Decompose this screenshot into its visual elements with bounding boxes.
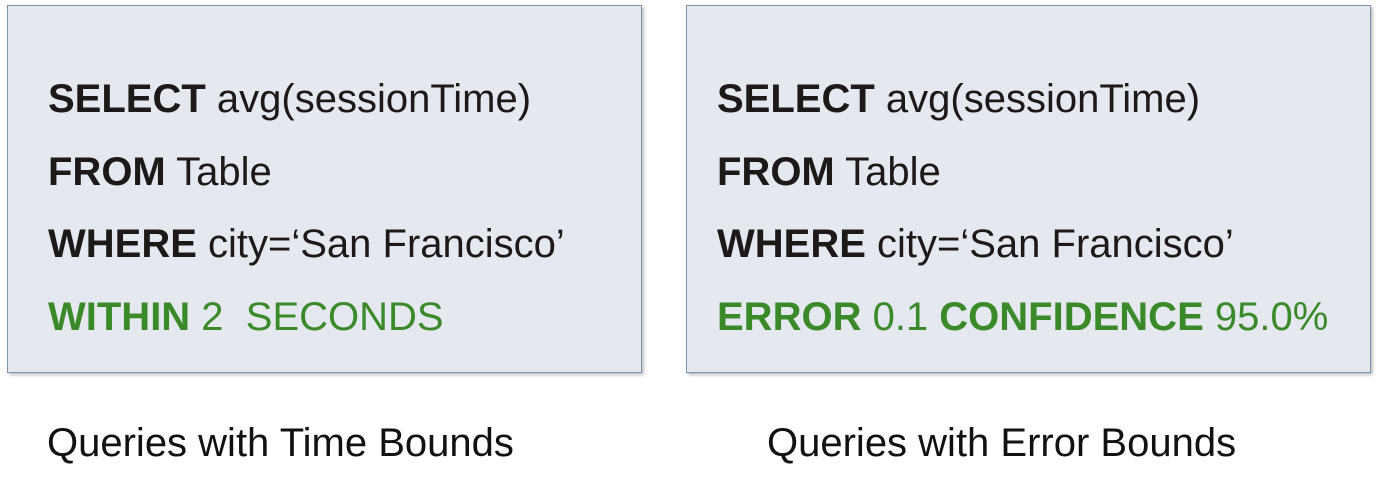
select-line: SELECT avg(sessionTime) [48,63,641,136]
where-condition: city=‘San Francisco’ [865,222,1234,266]
error-confidence-line: ERROR 0.1 CONFIDENCE 95.0% [717,281,1370,354]
from-table: Table [165,149,272,194]
error-value: 0.1 [861,294,940,339]
confidence-keyword: CONFIDENCE [939,294,1204,339]
within-value: 2 SECONDS [190,294,444,339]
select-keyword: SELECT [717,77,875,121]
within-keyword: WITHIN [48,294,191,339]
select-expression: avg(sessionTime) [874,77,1201,121]
within-line: WITHIN 2 SECONDS [48,281,641,354]
from-line: FROM Table [48,136,641,209]
from-table: Table [834,149,941,194]
where-keyword: WHERE [48,222,197,266]
time-bound-query-box: SELECT avg(sessionTime) FROM Table WHERE… [7,5,642,373]
select-expression: avg(sessionTime) [205,77,532,121]
confidence-value: 95.0% [1203,294,1329,339]
where-keyword: WHERE [717,222,866,266]
where-condition: city=‘San Francisco’ [196,222,565,266]
error-bound-query-box: SELECT avg(sessionTime) FROM Table WHERE… [686,5,1371,373]
select-keyword: SELECT [48,77,206,121]
select-line: SELECT avg(sessionTime) [717,63,1370,136]
from-keyword: FROM [48,149,166,194]
error-bounds-caption: Queries with Error Bounds [767,421,1237,465]
where-line: WHERE city=‘San Francisco’ [48,208,641,281]
from-line: FROM Table [717,136,1370,209]
where-line: WHERE city=‘San Francisco’ [717,208,1370,281]
error-keyword: ERROR [717,294,862,339]
time-bounds-caption: Queries with Time Bounds [47,421,514,465]
from-keyword: FROM [717,149,835,194]
